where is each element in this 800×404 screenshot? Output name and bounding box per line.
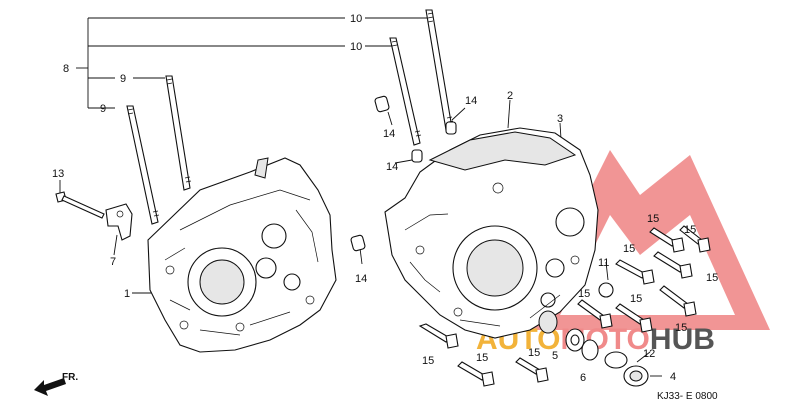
callout-3: 3 [557, 113, 563, 125]
callout-11: 11 [598, 257, 609, 269]
callout-12: 12 [643, 348, 655, 360]
watermark-triangle-icon [520, 150, 770, 330]
callout-1: 1 [124, 288, 130, 300]
fr-direction-arrow: FR. [34, 372, 78, 396]
flange-bolts-15 [418, 225, 711, 387]
callout-15-c: 15 [528, 347, 540, 359]
callout-15-a: 15 [422, 355, 434, 367]
callout-labels: 1 2 3 4 5 6 7 8 9 9 10 10 11 12 13 14 14… [52, 13, 718, 384]
right-crankcase [384, 127, 599, 339]
arrow-icon [34, 378, 66, 396]
callout-14-a: 14 [465, 95, 477, 107]
bolt-13 [55, 191, 105, 219]
callout-15-h: 15 [647, 213, 659, 225]
callout-10-upper: 10 [350, 13, 362, 25]
callout-10-lower: 10 [350, 41, 362, 53]
seals-and-cap [538, 282, 649, 387]
bracket-7 [105, 203, 133, 241]
callout-15-g: 15 [623, 243, 635, 255]
callout-6: 6 [580, 372, 586, 384]
callout-14-b: 14 [383, 128, 395, 140]
callout-2: 2 [507, 90, 513, 102]
callout-15-b: 15 [476, 352, 488, 364]
callout-4: 4 [670, 371, 676, 383]
callout-15-i: 15 [684, 224, 696, 236]
callout-14-c: 14 [386, 161, 398, 173]
direction-label: FR. [62, 372, 78, 383]
callout-15-f: 15 [675, 322, 687, 334]
leader-lines [59, 17, 662, 377]
callout-14-d: 14 [355, 273, 367, 285]
callout-15-j: 15 [706, 272, 718, 284]
drawing-code: KJ33- E 0800 [657, 391, 718, 402]
callout-15-d: 15 [578, 288, 590, 300]
callout-8: 8 [63, 63, 69, 75]
callout-15-e: 15 [630, 293, 642, 305]
callout-9-upper: 9 [120, 73, 126, 85]
callout-7: 7 [110, 256, 116, 268]
dowel-pins [350, 95, 457, 252]
callout-9-lower: 9 [100, 103, 106, 115]
callout-5: 5 [552, 350, 558, 362]
callout-13: 13 [52, 168, 64, 180]
stud-bolts [126, 9, 454, 225]
left-crankcase [147, 157, 337, 353]
watermark-hub: HUB [650, 323, 715, 356]
